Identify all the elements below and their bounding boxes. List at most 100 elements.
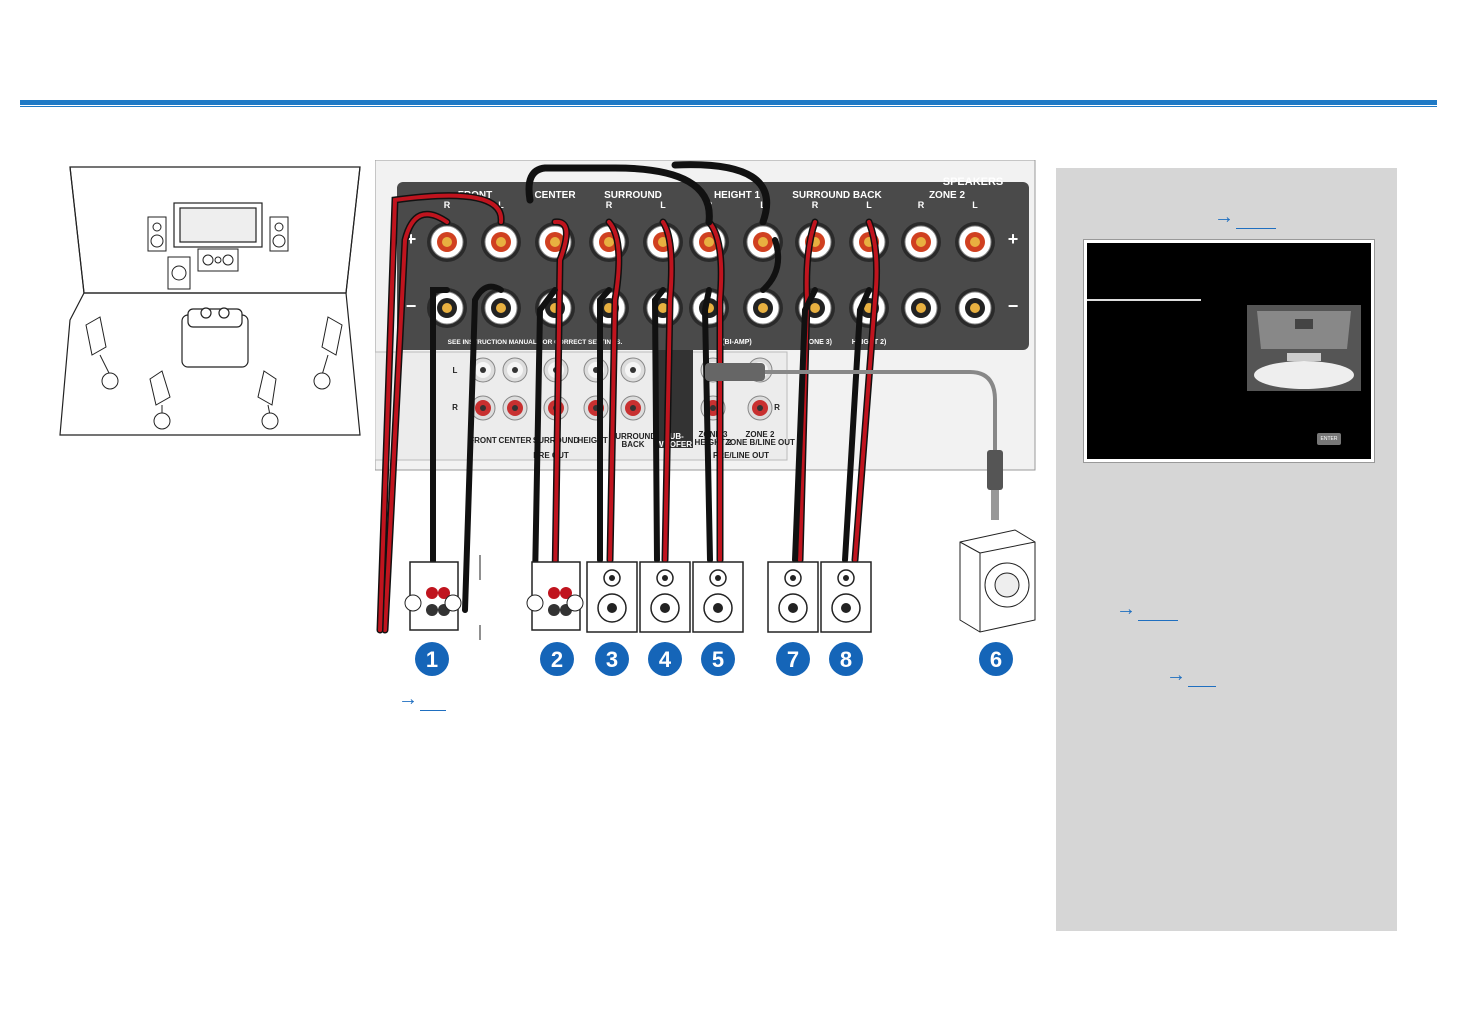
label-l: L bbox=[660, 200, 666, 210]
label-l: L bbox=[498, 200, 504, 210]
side-panel: → ENTER → → bbox=[1056, 168, 1397, 931]
number-badges: 1 2 3 4 5 7 8 6 bbox=[415, 642, 1013, 676]
cable bbox=[532, 287, 558, 583]
subwoofer-cable bbox=[715, 370, 997, 460]
label-center: CENTER bbox=[534, 190, 576, 201]
cable bbox=[701, 287, 713, 563]
preout-label-sb2: BACK bbox=[621, 440, 644, 449]
number-badge: 8 bbox=[829, 642, 863, 676]
preout-label-pre-line-out: PRE/LINE OUT bbox=[713, 451, 769, 460]
terminal-post bbox=[743, 222, 783, 262]
speaker-bookshelf-icon bbox=[820, 561, 872, 633]
preout-label-sub2: WOOFER bbox=[656, 440, 692, 449]
rca-jack bbox=[502, 395, 528, 421]
cable bbox=[383, 212, 449, 632]
speaker-surround-right-icon bbox=[313, 316, 343, 390]
cable bbox=[607, 220, 621, 562]
preout-label-height1: HEIGHT 1 bbox=[578, 436, 615, 445]
number-badge: 6 bbox=[979, 642, 1013, 676]
terminal-post bbox=[481, 288, 521, 328]
label-biamp: (BI-AMP) bbox=[722, 339, 752, 346]
cable bbox=[651, 287, 666, 563]
cable bbox=[707, 220, 724, 562]
cable bbox=[842, 287, 872, 563]
label-plus-left: + bbox=[406, 229, 417, 249]
speaker-bookshelf-icon bbox=[639, 561, 691, 633]
terminal-post bbox=[955, 288, 995, 328]
reference-link-main[interactable]: → bbox=[398, 688, 446, 711]
number-badge: 3 bbox=[595, 642, 629, 676]
cable bbox=[553, 219, 569, 582]
preout-label-sub1: SUB- bbox=[664, 432, 684, 441]
rca-jack bbox=[620, 395, 646, 421]
number-badge: 2 bbox=[540, 642, 574, 676]
subwoofer-plug-bottom bbox=[987, 450, 1003, 490]
speaker-front-terminal-icon bbox=[404, 561, 462, 631]
label-height1: HEIGHT 1 bbox=[714, 190, 761, 201]
label-r: R bbox=[812, 200, 819, 210]
cable bbox=[525, 164, 713, 226]
reference-link-side-1[interactable]: → bbox=[1214, 206, 1276, 229]
cable bbox=[760, 237, 781, 293]
preout-label-r2: R bbox=[774, 403, 780, 412]
preout-label-zone3-2: HEIGHT 2 bbox=[695, 438, 732, 447]
number-badge: 1 bbox=[415, 642, 449, 676]
number-badge: 4 bbox=[648, 642, 682, 676]
cable bbox=[378, 193, 504, 632]
label-plus-right: + bbox=[1008, 229, 1019, 249]
terminal-post bbox=[901, 222, 941, 262]
sofa-icon bbox=[181, 307, 249, 368]
rca-jack bbox=[583, 395, 609, 421]
speaker-front-right-icon bbox=[269, 216, 289, 252]
subwoofer-plug-tip bbox=[991, 490, 999, 520]
label-minus-left: − bbox=[406, 296, 417, 316]
terminal-post bbox=[427, 288, 467, 328]
preout-label-pre-out: PRE OUT bbox=[533, 451, 569, 460]
preout-label-r: R bbox=[452, 403, 458, 412]
speaker-surround-back-left-icon bbox=[149, 370, 171, 430]
speaker-cables bbox=[376, 161, 881, 634]
subwoofer-icon bbox=[959, 529, 1036, 633]
preout-label-zone3-1: ZONE 3 bbox=[699, 430, 728, 439]
speaker-surround-left-icon bbox=[85, 316, 119, 390]
speaker-front-left-icon bbox=[147, 216, 167, 252]
subwoofer-jack-panel bbox=[655, 350, 693, 448]
cable bbox=[853, 220, 879, 562]
cable bbox=[792, 287, 818, 563]
preout-label-zone2-2: ZONE B/LINE OUT bbox=[725, 438, 795, 447]
number-badge-label: 8 bbox=[840, 647, 852, 672]
number-badge-label: 4 bbox=[659, 647, 672, 672]
cable bbox=[430, 287, 450, 613]
speaker-connection-diagram: SPEAKERS FRONT CENTER SURROUND HEIGHT 1 … bbox=[375, 160, 1036, 676]
number-badge-label: 7 bbox=[787, 647, 799, 672]
preout-label-front: FRONT bbox=[469, 436, 497, 445]
terminal-post bbox=[743, 288, 783, 328]
speaker-bookshelf-icon bbox=[767, 561, 819, 633]
cable bbox=[462, 283, 504, 613]
number-badge-label: 6 bbox=[990, 647, 1002, 672]
label-see-manual: SEE INSTRUCTION MANUAL FOR CORRECT SETTI… bbox=[448, 339, 623, 346]
enter-button-icon: ENTER bbox=[1317, 433, 1341, 445]
subwoofer-plug-top bbox=[705, 363, 765, 381]
label-minus-right: − bbox=[1008, 296, 1019, 316]
terminal-post bbox=[481, 222, 521, 262]
rca-jack bbox=[583, 357, 609, 383]
number-badge: 5 bbox=[701, 642, 735, 676]
terminal-post bbox=[901, 288, 941, 328]
terminal-post bbox=[589, 222, 629, 262]
preout-label-center: CENTER bbox=[499, 436, 532, 445]
speaker-bookshelf-icon bbox=[586, 561, 638, 633]
speaker-surround-back-right-icon bbox=[257, 370, 279, 430]
reference-link-side-2[interactable]: → bbox=[1116, 598, 1178, 621]
speaker-bookshelf-icon bbox=[692, 561, 744, 633]
cable bbox=[671, 161, 771, 226]
reference-link-side-3[interactable]: → bbox=[1166, 664, 1216, 687]
label-l: L bbox=[866, 200, 872, 210]
number-badge-label: 2 bbox=[551, 647, 563, 672]
label-r: R bbox=[918, 200, 925, 210]
label-r: R bbox=[606, 200, 613, 210]
terminal-post bbox=[427, 222, 467, 262]
setup-screen-image: ENTER bbox=[1083, 239, 1375, 463]
speaker-boxes bbox=[404, 555, 872, 640]
number-badge-label: 5 bbox=[712, 647, 724, 672]
